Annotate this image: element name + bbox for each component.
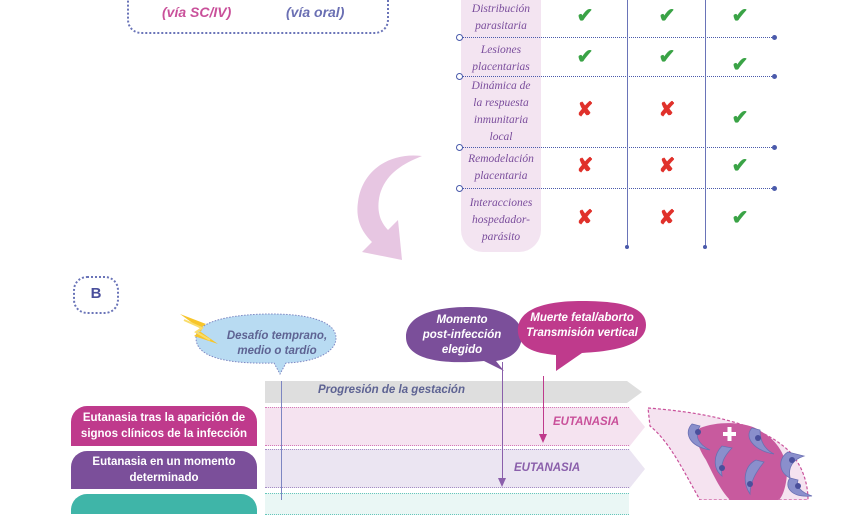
- row-labels-column: [461, 0, 541, 252]
- administration-route-box: [127, 0, 389, 34]
- moment-bubble: [406, 307, 522, 371]
- outcome-arrow-head: [539, 434, 547, 443]
- lightning-icon: [180, 314, 218, 344]
- check-icon: ✔: [731, 107, 749, 129]
- check-icon: ✔: [576, 46, 594, 68]
- challenge-bubble-text: Desafío temprano, medio o tardío: [226, 330, 328, 357]
- plus-icon: [723, 427, 736, 441]
- band-third-group: [265, 493, 629, 515]
- route-sc-iv: (vía SC/IV): [162, 4, 232, 20]
- group-determined-moment: Eutanasia en un momento determinado: [71, 451, 257, 489]
- row-label-line: la respuesta: [473, 97, 529, 109]
- row-label-line: parasitaria: [475, 20, 527, 32]
- cross-icon: ✘: [576, 155, 594, 177]
- parasite-nuclei: [695, 429, 801, 489]
- challenge-time-marker: [281, 381, 282, 500]
- check-icon: ✔: [731, 207, 749, 229]
- row-divider: [456, 73, 777, 80]
- euthanasia-label-determined: EUTANASIA: [514, 462, 581, 474]
- row-label: Lesiones placentarias: [461, 42, 541, 76]
- row-label-line: hospedador-: [472, 213, 530, 226]
- gestation-progress-bar: [265, 381, 627, 403]
- cross-icon: ✘: [658, 99, 676, 121]
- row-label-line: Lesiones: [480, 44, 522, 56]
- band-determined-moment-tip: [629, 449, 645, 489]
- challenge-bubble: [180, 313, 337, 376]
- row-label-line: placentarias: [472, 61, 530, 73]
- row-label-line: Interacciones: [469, 196, 533, 209]
- cross-icon: ✘: [576, 99, 594, 121]
- curved-arrow-icon: [357, 155, 422, 260]
- row-divider: [456, 144, 777, 151]
- panel-b-label: B: [73, 276, 119, 314]
- group-third: [71, 494, 257, 514]
- gestation-arrow-tip: [627, 381, 642, 403]
- row-label-line: parásito: [481, 230, 521, 243]
- row-label-line: Remodelación: [468, 153, 534, 165]
- row-label-line: inmunitaria: [473, 114, 529, 126]
- check-icon: ✔: [658, 5, 676, 27]
- row-label-line: Dinámica de: [471, 80, 531, 92]
- euthanasia-label-clinical: EUTANASIA: [553, 416, 620, 428]
- moment-time-marker: [502, 362, 503, 480]
- band-determined-moment: [265, 449, 629, 488]
- outcome-bubble: [517, 301, 646, 371]
- row-label: Distribución parasitaria: [461, 1, 541, 35]
- check-icon: ✔: [731, 5, 749, 27]
- row-label: Dinámica de la respuesta inmunitaria local: [461, 78, 541, 146]
- check-icon: ✔: [658, 46, 676, 68]
- row-label-line: Distribución: [471, 3, 531, 15]
- outcome-bubble-text: Muerte fetal/aborto Transmisión vertical: [526, 312, 638, 339]
- column-divider-2: [703, 0, 707, 249]
- moment-arrow-head: [498, 478, 506, 487]
- moment-bubble-text: Momento post-infección elegido: [422, 314, 502, 356]
- row-divider: [456, 185, 777, 192]
- column-divider-1: [625, 0, 629, 249]
- cross-icon: ✘: [658, 155, 676, 177]
- group-clinical-signs: Eutanasia tras la aparición de signos cl…: [71, 406, 257, 446]
- cross-icon: ✘: [658, 207, 676, 229]
- row-label: Interacciones hospedador-parásito: [461, 195, 541, 246]
- check-icon: ✔: [576, 5, 594, 27]
- row-label-line: local: [489, 131, 513, 143]
- outcome-time-marker: [543, 376, 544, 436]
- check-icon: ✔: [731, 155, 749, 177]
- row-label: Remodelación placentaria: [461, 151, 541, 185]
- gestation-label: Progresión de la gestación: [318, 384, 465, 396]
- row-label-line: placentaria: [474, 170, 528, 182]
- band-clinical-signs-tip: [629, 407, 645, 447]
- cross-icon: ✘: [576, 207, 594, 229]
- band-clinical-signs: [265, 407, 629, 446]
- route-oral: (vía oral): [286, 4, 345, 20]
- row-divider: [456, 34, 777, 41]
- placenta-parasites-illustration: [647, 407, 813, 500]
- check-icon: ✔: [731, 54, 749, 76]
